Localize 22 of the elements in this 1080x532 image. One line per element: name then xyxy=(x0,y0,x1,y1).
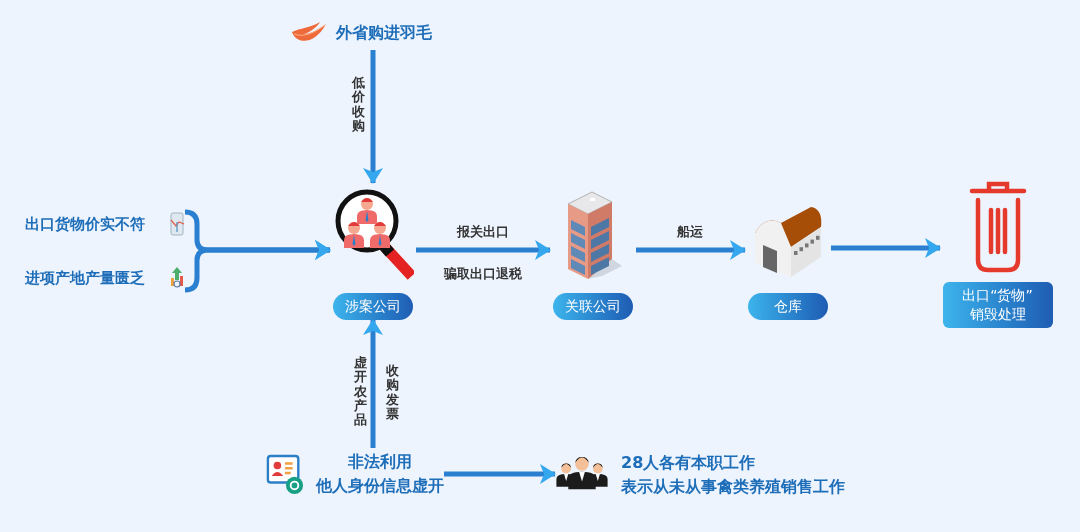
result-label: 出口“货物” 销毁处理 xyxy=(942,282,1053,328)
arrow xyxy=(184,240,331,293)
edge-label: 虚开农产品 xyxy=(354,356,367,428)
edge-label: 报关出口 xyxy=(457,223,509,241)
arrow xyxy=(636,240,746,260)
description-text: 28人各有本职工作 表示从未从事禽类养殖销售工作 xyxy=(621,452,845,498)
node-label: 进项产地产量匮乏 xyxy=(25,267,145,289)
arrow xyxy=(831,238,941,258)
arrow xyxy=(416,240,551,260)
arrow xyxy=(444,464,556,484)
company-label: 关联公司 xyxy=(553,293,633,320)
edge-note: 收购发票 xyxy=(386,364,399,422)
edge-note: 骗取出口退税 xyxy=(444,265,522,283)
edge-label: 低价收购 xyxy=(352,76,365,134)
company-label: 仓库 xyxy=(748,293,828,320)
arrow xyxy=(363,319,383,448)
node-label: 出口货物价实不符 xyxy=(25,213,145,235)
edge-label: 船运 xyxy=(677,223,703,241)
arrow xyxy=(363,50,383,184)
node-label: 外省购进羽毛 xyxy=(336,22,432,44)
description-text: 非法利用 他人身份信息虚开 xyxy=(316,451,444,497)
company-label: 涉案公司 xyxy=(333,293,413,320)
